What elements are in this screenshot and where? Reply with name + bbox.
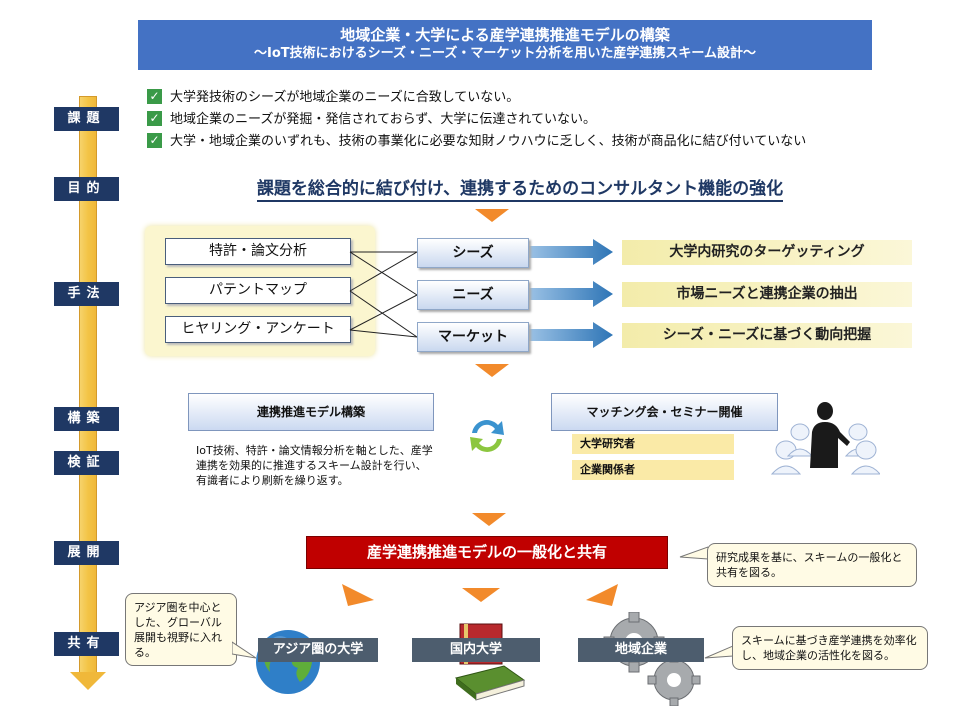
model-description: IoT技術、特許・論文情報分析を軸とした、産学連携を効果的に推進するスキーム設計…	[196, 444, 433, 487]
method-item: 特許・論文分析	[165, 238, 351, 265]
stage-purpose: 目的	[54, 177, 119, 201]
down-arrow	[475, 209, 509, 222]
target-regional-companies: 地域企業	[578, 638, 704, 662]
issue-item: ✓地域企業のニーズが発掘・発信されておらず、大学に伝達されていない。	[147, 110, 596, 130]
result-item: 大学内研究のターゲッティング	[622, 240, 912, 265]
issue-item: ✓大学発技術のシーズが地域企業のニーズに合致していない。	[147, 88, 519, 108]
category-needs: ニーズ	[417, 280, 529, 310]
callout-scheme: スキームに基づき産学連携を効率化し、地域企業の活性化を図る。	[732, 626, 928, 670]
issue-item: ✓大学・地域企業のいずれも、技術の事業化に必要な知財ノウハウに乏しく、技術が商品…	[147, 132, 806, 152]
method-item: パテントマップ	[165, 277, 351, 304]
stage-issue: 課題	[54, 107, 119, 131]
presenter-audience-icon	[770, 402, 880, 475]
main-title: 地域企業・大学による産学連携推進モデルの構築	[340, 26, 670, 44]
result-item: シーズ・ニーズに基づく動向把握	[622, 323, 912, 348]
stage-build: 構築	[54, 407, 119, 431]
participant-tag: 大学研究者	[572, 434, 734, 454]
model-build-box: 連携推進モデル構築	[188, 393, 434, 431]
callout-pointer	[232, 641, 256, 659]
participant-tag: 企業関係者	[572, 460, 734, 480]
title-banner: 地域企業・大学による産学連携推進モデルの構築 ～IoT技術におけるシーズ・ニーズ…	[138, 20, 872, 70]
stage-verify: 検証	[54, 451, 119, 475]
category-seeds: シーズ	[417, 238, 529, 268]
down-arrow	[472, 513, 506, 526]
category-market: マーケット	[417, 322, 529, 352]
checkmark-icon: ✓	[147, 133, 162, 148]
distribution-arrows	[342, 584, 618, 606]
callout-research: 研究成果を基に、スキームの一般化と共有を図る。	[707, 543, 917, 587]
stage-deploy: 展開	[54, 541, 119, 565]
checkmark-icon: ✓	[147, 111, 162, 126]
down-arrow	[475, 364, 509, 377]
callout-asia: アジア圏を中心とした、グローバル展開も視野に入れる。	[125, 593, 237, 666]
sub-title: ～IoT技術におけるシーズ・ニーズ・マーケット分析を用いた産学連携スキーム設計～	[254, 46, 756, 61]
stage-share: 共有	[54, 632, 119, 656]
timeline-arrow-head	[70, 672, 106, 690]
generalize-share-banner: 産学連携推進モデルの一般化と共有	[306, 536, 668, 569]
matching-seminar-box: マッチング会・セミナー開催	[551, 393, 778, 431]
result-item: 市場ニーズと連携企業の抽出	[622, 282, 912, 307]
purpose-text: 課題を総合的に結び付け、連携するためのコンサルタント機能の強化	[150, 174, 890, 202]
target-domestic-universities: 国内大学	[412, 638, 540, 662]
method-connector-arrows	[349, 239, 613, 348]
callout-pointer	[704, 645, 733, 659]
callout-pointer	[679, 546, 708, 560]
checkmark-icon: ✓	[147, 89, 162, 104]
method-item: ヒヤリング・アンケート	[165, 316, 351, 343]
target-asia-universities: アジア圏の大学	[258, 638, 378, 662]
stage-method: 手法	[54, 282, 119, 306]
refresh-cycle-icon	[470, 420, 504, 452]
